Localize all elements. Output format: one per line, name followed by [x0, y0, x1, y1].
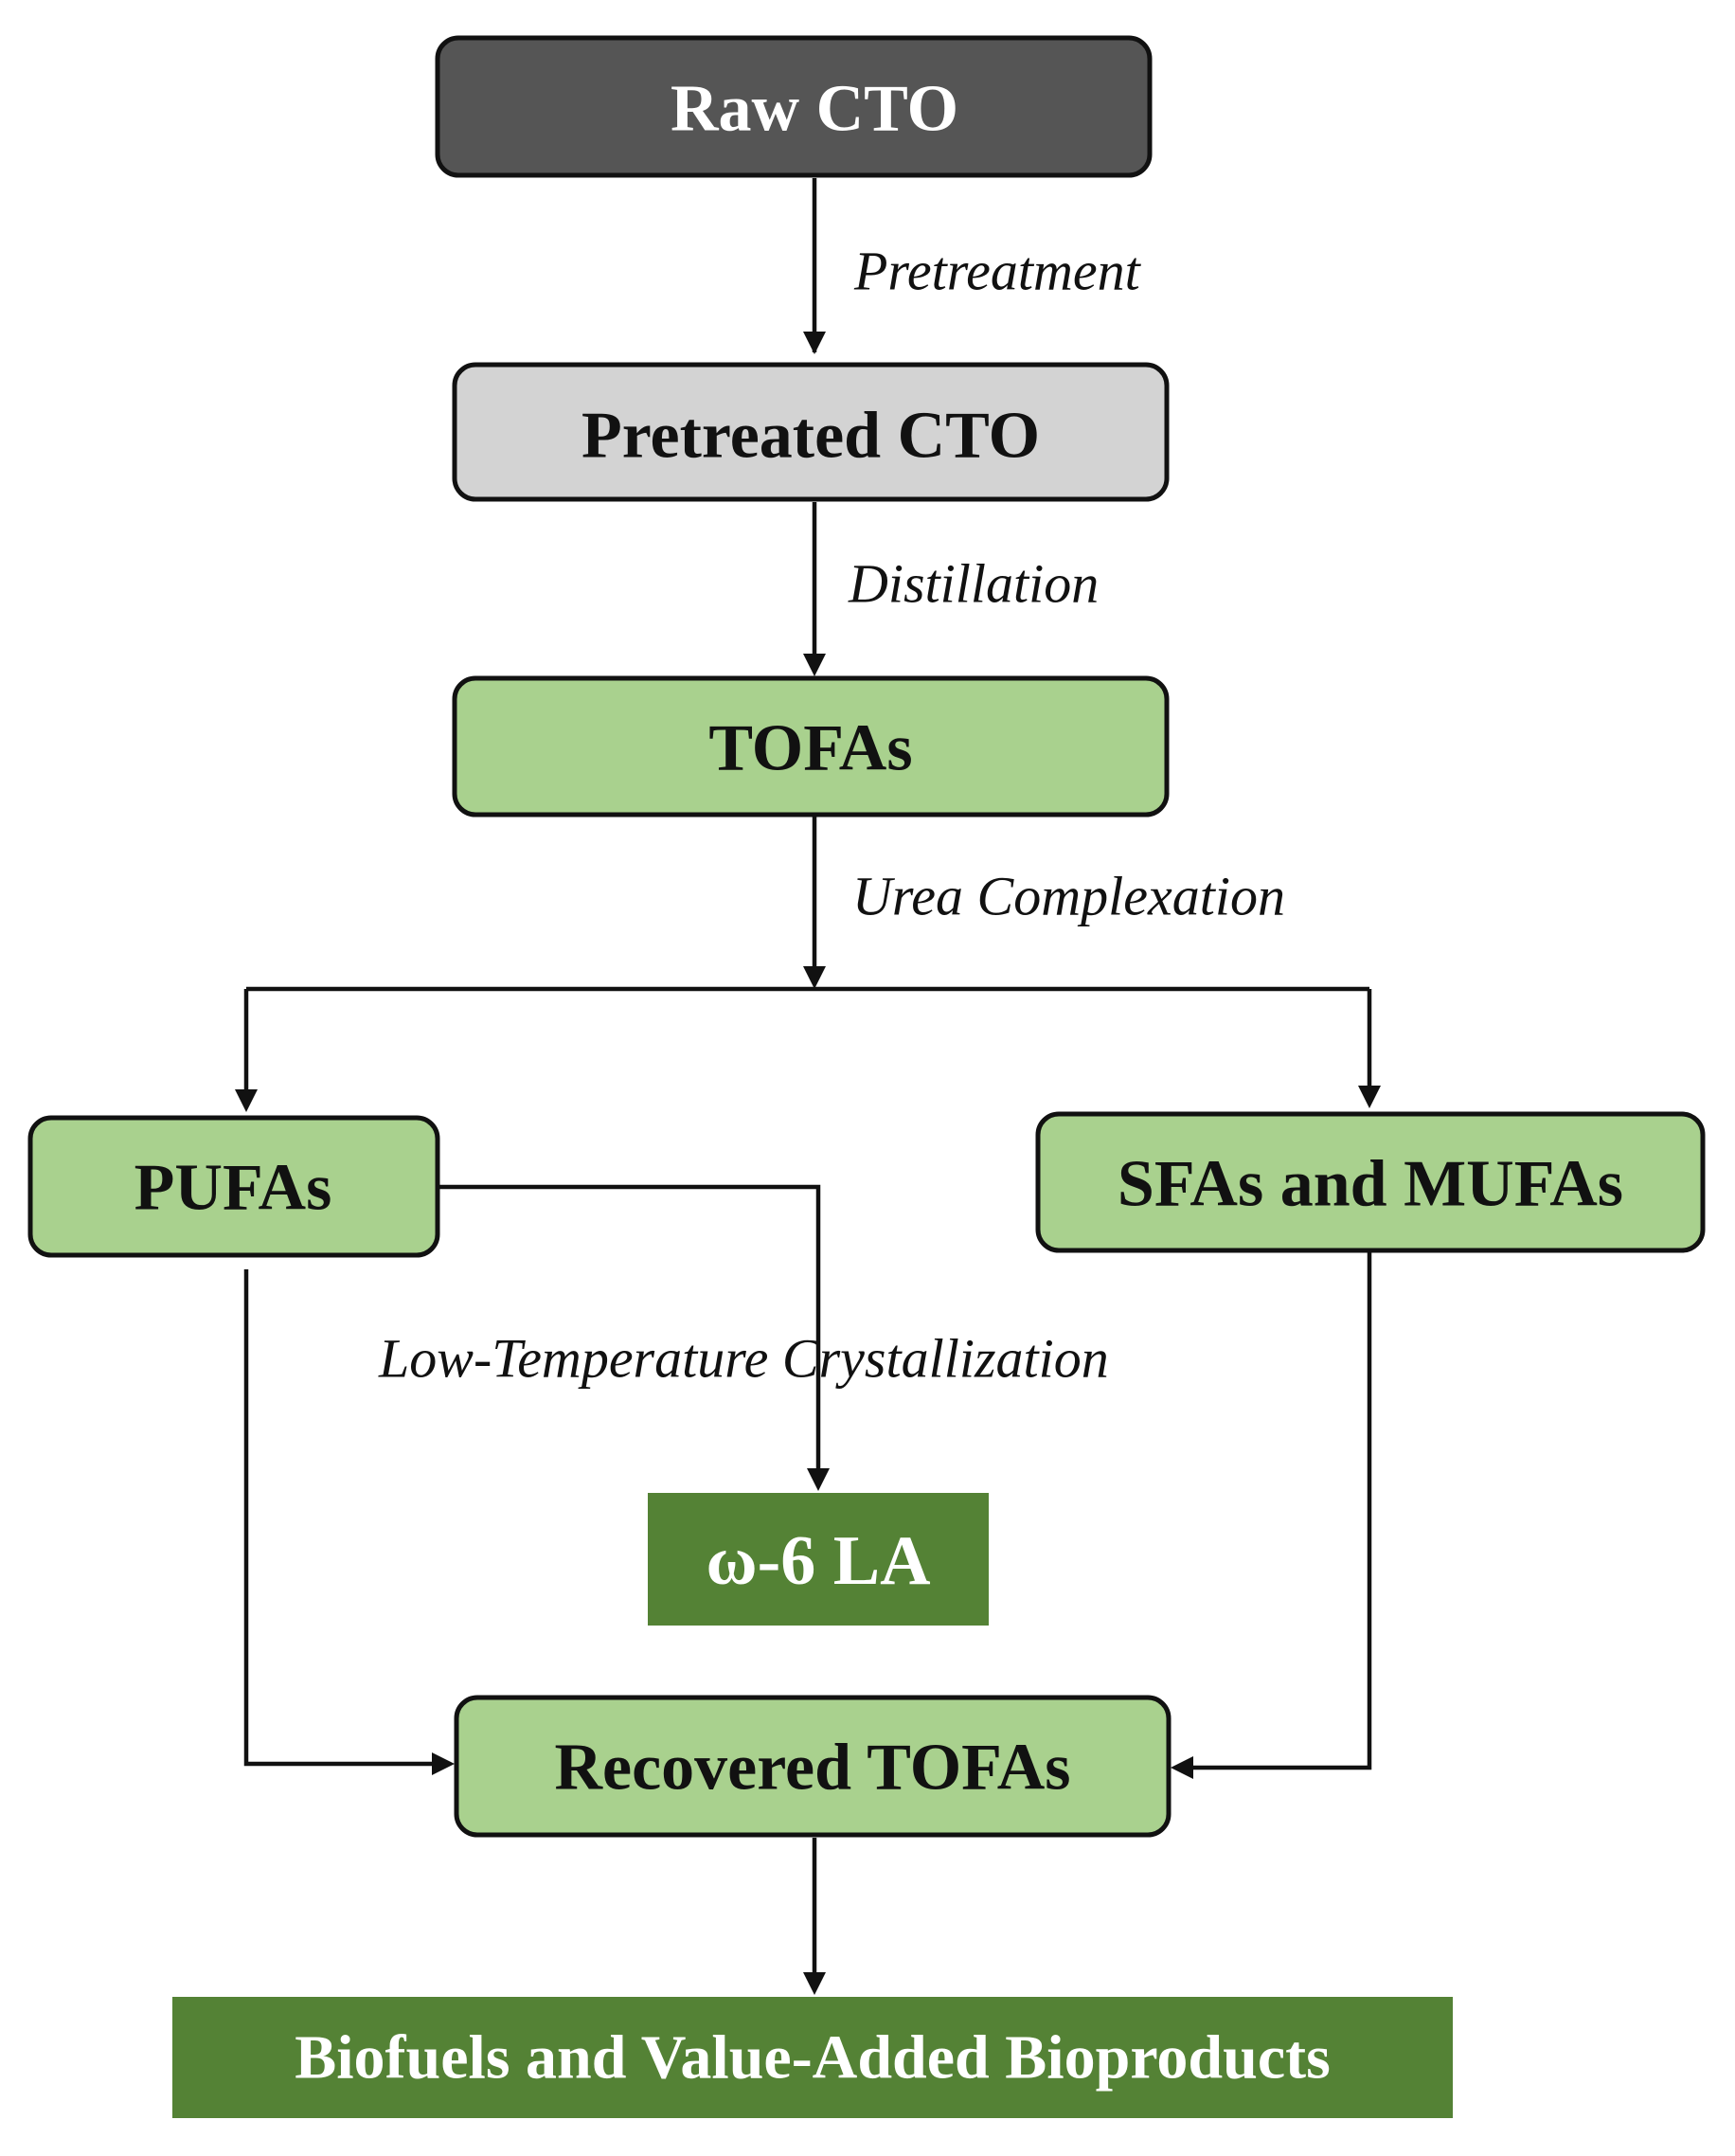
node-recovered-tofas: Recovered TOFAs	[454, 1695, 1172, 1838]
step-low-temp-crystallization: Low-Temperature Crystallization	[378, 1328, 1109, 1390]
node-recovered-tofas-label: Recovered TOFAs	[554, 1732, 1070, 1805]
node-tofas-box	[452, 675, 1170, 817]
step-pretreatment: Pretreatment	[853, 241, 1142, 302]
arrowhead-split-to-sfas	[1358, 1086, 1381, 1108]
node-sfas-mufas-box	[1035, 1111, 1706, 1253]
node-raw-cto-box	[435, 35, 1153, 178]
node-sfas-mufas-label: SFAs and MUFAs	[1118, 1148, 1623, 1221]
node-pufas-label: PUFAs	[134, 1152, 332, 1225]
arrow-sfas-to-recovered	[1186, 1252, 1372, 1770]
node-tofas-label: TOFAs	[708, 712, 912, 785]
node-biofuels-box	[172, 1997, 1453, 2118]
arrowhead-sfas-to-recovered	[1171, 1756, 1193, 1779]
arrowhead-pufas-to-la	[807, 1468, 830, 1491]
node-raw-cto-label: Raw CTO	[671, 73, 958, 146]
node-pretreated-cto-label: Pretreated CTO	[581, 400, 1040, 473]
arrow-pufas-to-recovered	[243, 1269, 439, 1767]
node-pretreated-cto: Pretreated CTO	[452, 362, 1170, 502]
arrowhead-raw-to-pretreated	[803, 332, 826, 354]
node-pufas: PUFAs	[27, 1115, 440, 1258]
arrowhead-split-to-pufas	[235, 1089, 258, 1112]
node-pretreated-cto-box	[452, 362, 1170, 502]
node-omega6-la: ω-6 LA	[648, 1493, 989, 1626]
arrowhead-pufas-to-recovered	[432, 1752, 455, 1775]
node-biofuels: Biofuels and Value-Added Bioproducts	[172, 1997, 1453, 2118]
step-labels: Pretreatment Distillation Urea Complexat…	[378, 241, 1285, 1390]
arrowhead-pretreated-to-tofas	[803, 654, 826, 676]
step-urea-complexation: Urea Complexation	[852, 866, 1285, 927]
node-omega6-la-box	[648, 1493, 989, 1626]
node-pufas-box	[27, 1115, 440, 1258]
node-recovered-tofas-box	[454, 1695, 1172, 1838]
step-distillation: Distillation	[848, 553, 1099, 615]
node-tofas: TOFAs	[452, 675, 1170, 817]
arrowhead-tofas-to-split	[803, 966, 826, 989]
node-raw-cto: Raw CTO	[435, 35, 1153, 178]
connectors	[235, 178, 1381, 1995]
arrowhead-recovered-to-biofuels	[803, 1972, 826, 1995]
node-sfas-mufas: SFAs and MUFAs	[1035, 1111, 1706, 1253]
node-biofuels-label: Biofuels and Value-Added Bioproducts	[295, 2023, 1331, 2093]
arrow-pufas-to-la	[436, 1184, 821, 1476]
node-omega6-la-label: ω-6 LA	[706, 1522, 930, 1600]
